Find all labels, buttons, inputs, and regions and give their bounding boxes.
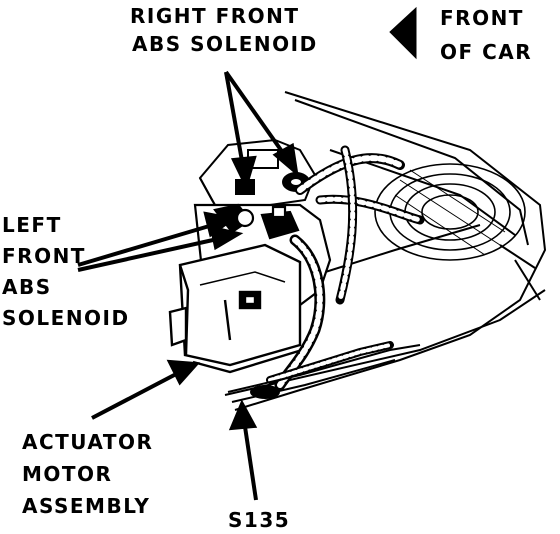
right-front-solenoid-arrow-2 [224,70,290,162]
label-line: FRONT [440,6,524,30]
brake-line-hoses [266,145,425,391]
actuator-motor-arrow [91,370,181,420]
left-front-solenoid-arrow-1 [77,222,217,267]
label-right-front-abs-solenoid: RIGHT FRONT ABS SOLENOID [130,2,318,58]
label-line: ABS SOLENOID [132,32,318,56]
callout-arrows [77,70,299,501]
left-front-solenoid-arrow-2 [77,236,223,272]
label-line: SOLENOID [2,306,130,330]
label-line: LEFT [2,213,62,237]
label-actuator-motor-assembly: ACTUATOR MOTOR ASSEMBLY [22,426,153,522]
label-line: MOTOR [22,462,113,486]
label-left-front-abs-solenoid: LEFT FRONT ABS SOLENOID [2,210,130,334]
arrowhead [166,359,201,386]
label-line: FRONT [2,244,86,268]
label-line: ACTUATOR [22,430,154,454]
frame-rail [227,344,421,403]
arrowhead [272,142,299,177]
arrowhead [230,155,257,191]
label-line: S135 [228,508,291,532]
label-line: RIGHT FRONT [130,4,300,28]
label-line: ABS [2,275,52,299]
label-splice-s135: S135 [228,506,290,534]
actuator-motor-block [168,243,303,374]
fender-outline [224,91,547,411]
arrowhead [209,225,244,251]
label-line: ASSEMBLY [22,494,151,518]
right-front-solenoid-arrow-1 [224,71,246,173]
front-direction-arrow-icon [389,6,417,60]
label-front-of-car: FRONT OF CAR [440,4,532,66]
label-line: OF CAR [440,40,533,64]
splice-s135-arrow [242,419,258,501]
arrowhead [228,399,258,431]
